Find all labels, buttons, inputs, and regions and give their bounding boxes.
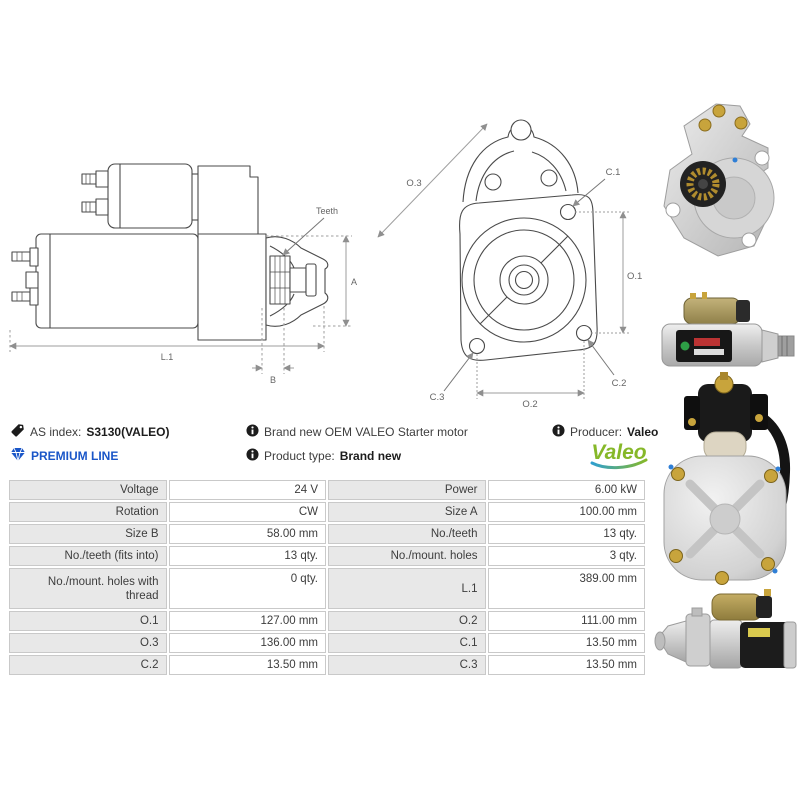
spec-label: No./mount. holes [328,546,486,566]
spec-value: 136.00 mm [168,633,326,653]
technical-drawing-side-view: Teeth A L.1 B [9,163,357,385]
description-row: Brand new OEM VALEO Starter motor [246,424,468,440]
spec-value: 0 qty. [168,568,326,609]
as-index-label: AS index: [30,425,82,439]
as-index-row: AS index: S3130(VALEO) [10,424,170,440]
dim-b-label: B [270,375,276,385]
dim-c3-label: C.3 [430,392,445,403]
spec-value: CW [168,502,326,522]
spec-value: 24 V [168,480,326,500]
premium-line-link[interactable]: PREMIUM LINE [10,447,119,465]
dim-o2-label: O.2 [522,399,537,410]
product-type-value: Brand new [339,449,402,463]
spec-label: Rotation [9,502,167,522]
spec-value: 58.00 mm [168,524,326,544]
valeo-logo-text: Valeo [591,441,646,464]
spec-label: Voltage [9,480,167,500]
technical-drawing-front-view: O.3 C.1 O.1 C.2 C.3 O.2 [377,119,642,410]
spec-label: No./teeth (fits into) [9,546,167,566]
tag-icon [10,423,25,441]
product-photo-side-profile[interactable] [652,588,800,680]
spec-label: No./mount. holes with thread [9,568,167,609]
spec-value: 13 qty. [168,546,326,566]
dim-l1-label: L.1 [161,352,174,362]
spec-label: Power [328,480,486,500]
spec-table: Voltage 24 V Power 6.00 kW Rotation CW S… [7,478,647,677]
spec-value: 6.00 kW [487,480,645,500]
premium-line-label: PREMIUM LINE [31,449,119,463]
table-row: Size B 58.00 mm No./teeth 13 qty. [9,524,645,544]
table-row: O.3 136.00 mm C.1 13.50 mm [9,633,645,653]
spec-label: C.1 [328,633,486,653]
dim-c1-label: C.1 [606,167,621,178]
spec-label: No./teeth [328,524,486,544]
table-row: No./teeth (fits into) 13 qty. No./mount.… [9,546,645,566]
spec-label: C.2 [9,655,167,675]
product-photo-front-flange[interactable] [656,98,800,292]
spec-label: Size B [9,524,167,544]
gem-icon [10,447,26,465]
spec-value: 100.00 mm [487,502,645,522]
starter-side-outline [11,163,329,341]
spec-label: Size A [328,502,486,522]
valeo-brand-logo: Valeo [590,441,648,469]
spec-label: O.1 [9,611,167,631]
teeth-label: Teeth [316,206,338,216]
table-row: Voltage 24 V Power 6.00 kW [9,480,645,500]
info-icon [246,424,259,440]
dimension-lines [377,123,630,399]
table-row: Rotation CW Size A 100.00 mm [9,502,645,522]
as-index-value: S3130(VALEO) [86,425,170,439]
spec-value: 127.00 mm [168,611,326,631]
product-type-label: Product type: [264,449,335,463]
info-icon [246,448,259,464]
spec-value: 13.50 mm [168,655,326,675]
producer-label: Producer: [570,425,623,439]
table-row: C.2 13.50 mm C.3 13.50 mm [9,655,645,675]
spec-value: 13 qty. [487,524,645,544]
spec-value: 389.00 mm [487,568,645,609]
dim-o1-label: O.1 [627,271,642,282]
spec-label: O.3 [9,633,167,653]
starter-front-outline [458,119,598,361]
spec-label: C.3 [328,655,486,675]
spec-label: L.1 [328,568,486,609]
dim-c2-label: C.2 [612,378,627,389]
product-photo-rear-cable[interactable] [658,372,796,590]
producer-row: Producer: Valeo [552,424,658,440]
dim-o3-label: O.3 [406,178,421,189]
table-row: O.1 127.00 mm O.2 111.00 mm [9,611,645,631]
product-photo-side-small[interactable] [654,292,800,374]
dim-a-label: A [351,277,357,287]
info-icon [552,424,565,440]
product-type-row: Product type: Brand new [246,448,401,464]
spec-value: 111.00 mm [487,611,645,631]
spec-value: 13.50 mm [487,633,645,653]
spec-label: O.2 [328,611,486,631]
producer-value: Valeo [627,425,659,439]
description-text: Brand new OEM VALEO Starter motor [264,425,468,439]
spec-value: 3 qty. [487,546,645,566]
spec-value: 13.50 mm [487,655,645,675]
table-row: No./mount. holes with thread 0 qty. L.1 … [9,568,645,609]
dimension-lines [9,217,352,374]
